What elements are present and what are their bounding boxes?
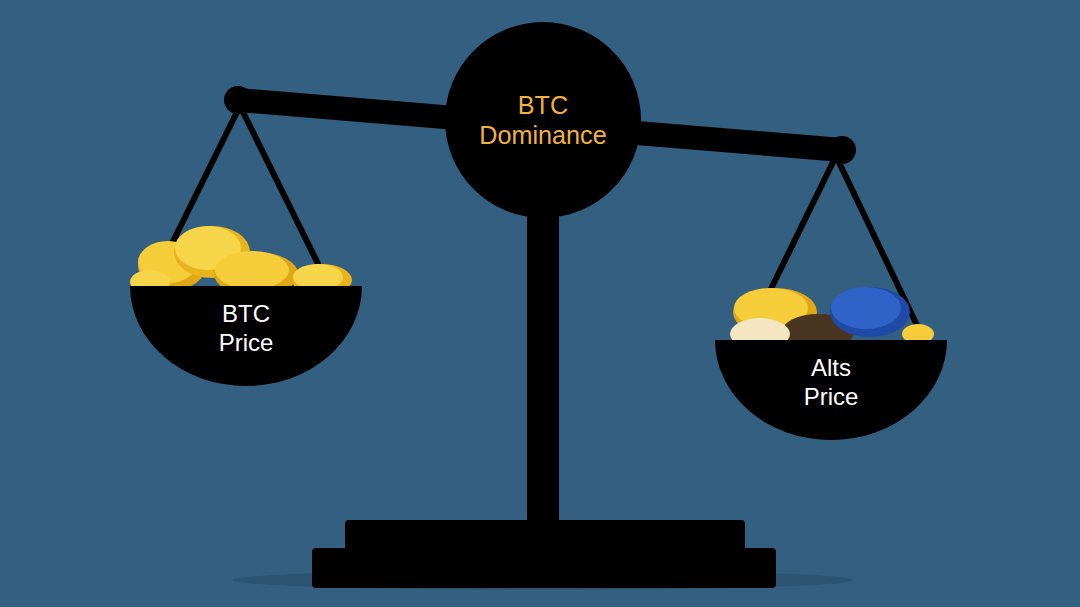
circle-outline (445, 22, 641, 218)
title-label: BTC Dominance (458, 90, 628, 150)
btc-pan: BTC Price (130, 286, 362, 386)
pan-label: BTC Price (201, 300, 291, 358)
btc-coins (130, 226, 352, 296)
alts-pan: Alts Price (715, 340, 947, 440)
scale-base-top (345, 520, 745, 552)
pan-label: Alts Price (781, 354, 881, 412)
dominance-circle: BTC Dominance (445, 22, 641, 218)
scale-base-bottom (312, 548, 776, 588)
scale-pole (527, 190, 559, 530)
